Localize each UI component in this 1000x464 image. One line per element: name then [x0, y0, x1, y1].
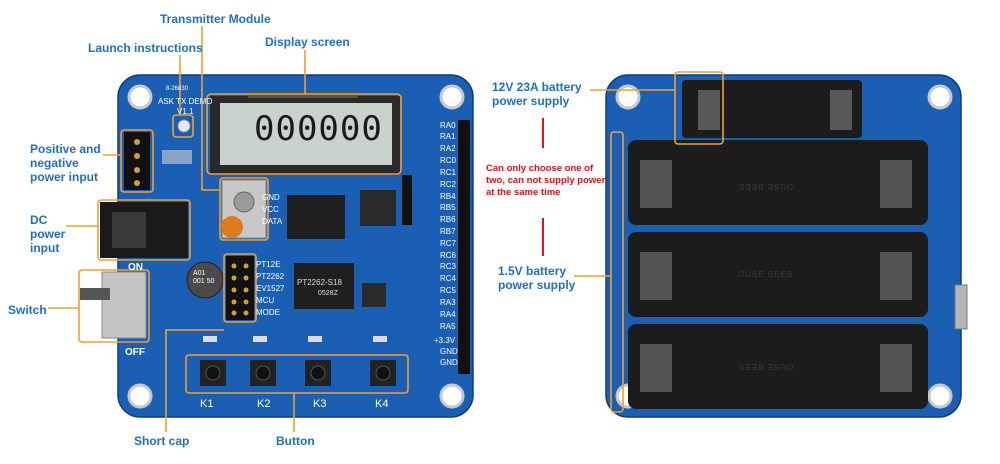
power-exclusivity-note: Can only choose one of two, can not supp…: [486, 163, 606, 198]
driver-chip: [360, 190, 396, 226]
io-pin-label: GND: [440, 358, 458, 367]
slide-switch: [101, 271, 147, 339]
mcu-chip: [287, 195, 345, 239]
io-pin-label: RB4: [440, 192, 456, 201]
io-pin-label: RB5: [440, 203, 456, 212]
encoder-chip-label: PT2262-S18: [297, 278, 342, 287]
io-pin-label: RA4: [440, 310, 456, 319]
io-pin-label: RB6: [440, 215, 456, 224]
label-battery-12v: 12V 23A battery power supply: [492, 80, 582, 108]
capacitor-label: A01 001 50: [193, 270, 215, 285]
io-pin-label: GND: [440, 347, 458, 356]
io-pin-label: RC7: [440, 239, 457, 248]
io-pin-label: RC1: [440, 168, 457, 177]
io-pin-label: RC0: [440, 156, 457, 165]
module-pin-label: VCC: [262, 205, 279, 214]
io-header: [458, 120, 470, 374]
io-pin-label: RA0: [440, 121, 456, 130]
battery-holder-text: OUSE BEES: [738, 270, 794, 279]
back-board: [605, 74, 968, 418]
jumper-label: EV1527: [256, 284, 285, 293]
io-pin-label: RA2: [440, 144, 456, 153]
jumper-label: MODE: [256, 308, 280, 317]
switch-off-label: OFF: [125, 347, 145, 358]
jumper-label: MCU: [256, 296, 275, 305]
label-launch-instructions: Launch instructions: [88, 41, 203, 55]
encoder-chip-code: 0528Z: [318, 290, 338, 297]
module-pin-label: GND: [262, 193, 280, 202]
jumper-label: PT12E: [256, 260, 281, 269]
battery-holder-text: OUSE BEES: [738, 362, 794, 371]
io-pin-label: RC6: [440, 251, 457, 260]
mount-hole: [439, 84, 465, 110]
label-short-cap: Short cap: [134, 434, 190, 448]
mount-hole: [927, 383, 953, 409]
label-transmitter-module: Transmitter Module: [160, 12, 271, 26]
capacitor: [186, 261, 224, 299]
label-display-screen: Display screen: [265, 35, 350, 49]
mount-hole: [127, 84, 153, 110]
io-pin-label: RA5: [440, 322, 456, 331]
lcd-screen: [220, 103, 392, 165]
key-label: K4: [375, 398, 389, 410]
io-pin-label: RB7: [440, 227, 456, 236]
battery-holder-aa-1: [628, 140, 928, 225]
board-version: V1.1: [177, 107, 194, 116]
key-label: K3: [313, 398, 327, 410]
jumper-block: [226, 256, 254, 320]
led: [177, 119, 191, 133]
mount-hole: [439, 383, 465, 409]
battery-holder-text: OUSE BEES: [738, 182, 794, 191]
lcd-readout: 000000: [254, 109, 383, 149]
battery-holder-aa-3: [628, 324, 928, 409]
label-positive-negative-power: Positive and negative power input: [30, 142, 101, 184]
mount-hole: [127, 383, 153, 409]
io-pin-label: RC2: [440, 180, 457, 189]
io-pin-label: RC3: [440, 262, 457, 271]
battery-holder-aa-2: [628, 232, 928, 317]
encoder-chip: [294, 263, 354, 309]
module-pin-label: DATA: [262, 217, 283, 226]
board-name: ASK TX DEMO: [158, 97, 213, 106]
io-pin-label: RA3: [440, 298, 456, 307]
small-chip: [362, 283, 386, 307]
label-switch: Switch: [8, 303, 47, 317]
key-label: K1: [200, 398, 214, 410]
io-pin-label: RC4: [440, 274, 457, 283]
io-pin-label: +3.3V: [434, 336, 456, 345]
label-battery-1-5v: 1.5V battery power supply: [498, 264, 576, 292]
board-id: 8-26830: [166, 86, 189, 92]
jumper-label: PT2262: [256, 272, 285, 281]
label-button: Button: [276, 434, 315, 448]
key-label: K2: [257, 398, 271, 410]
mount-hole: [927, 84, 953, 110]
switch-on-label: ON: [128, 262, 143, 273]
battery-holder-12v: [682, 80, 862, 138]
callout-lines: [48, 26, 724, 432]
label-dc-power-input: DC power input: [30, 213, 66, 255]
crystal: [221, 216, 243, 238]
mount-hole: [615, 84, 641, 110]
io-pin-label: RC5: [440, 286, 457, 295]
io-pin-label: RA1: [440, 132, 456, 141]
